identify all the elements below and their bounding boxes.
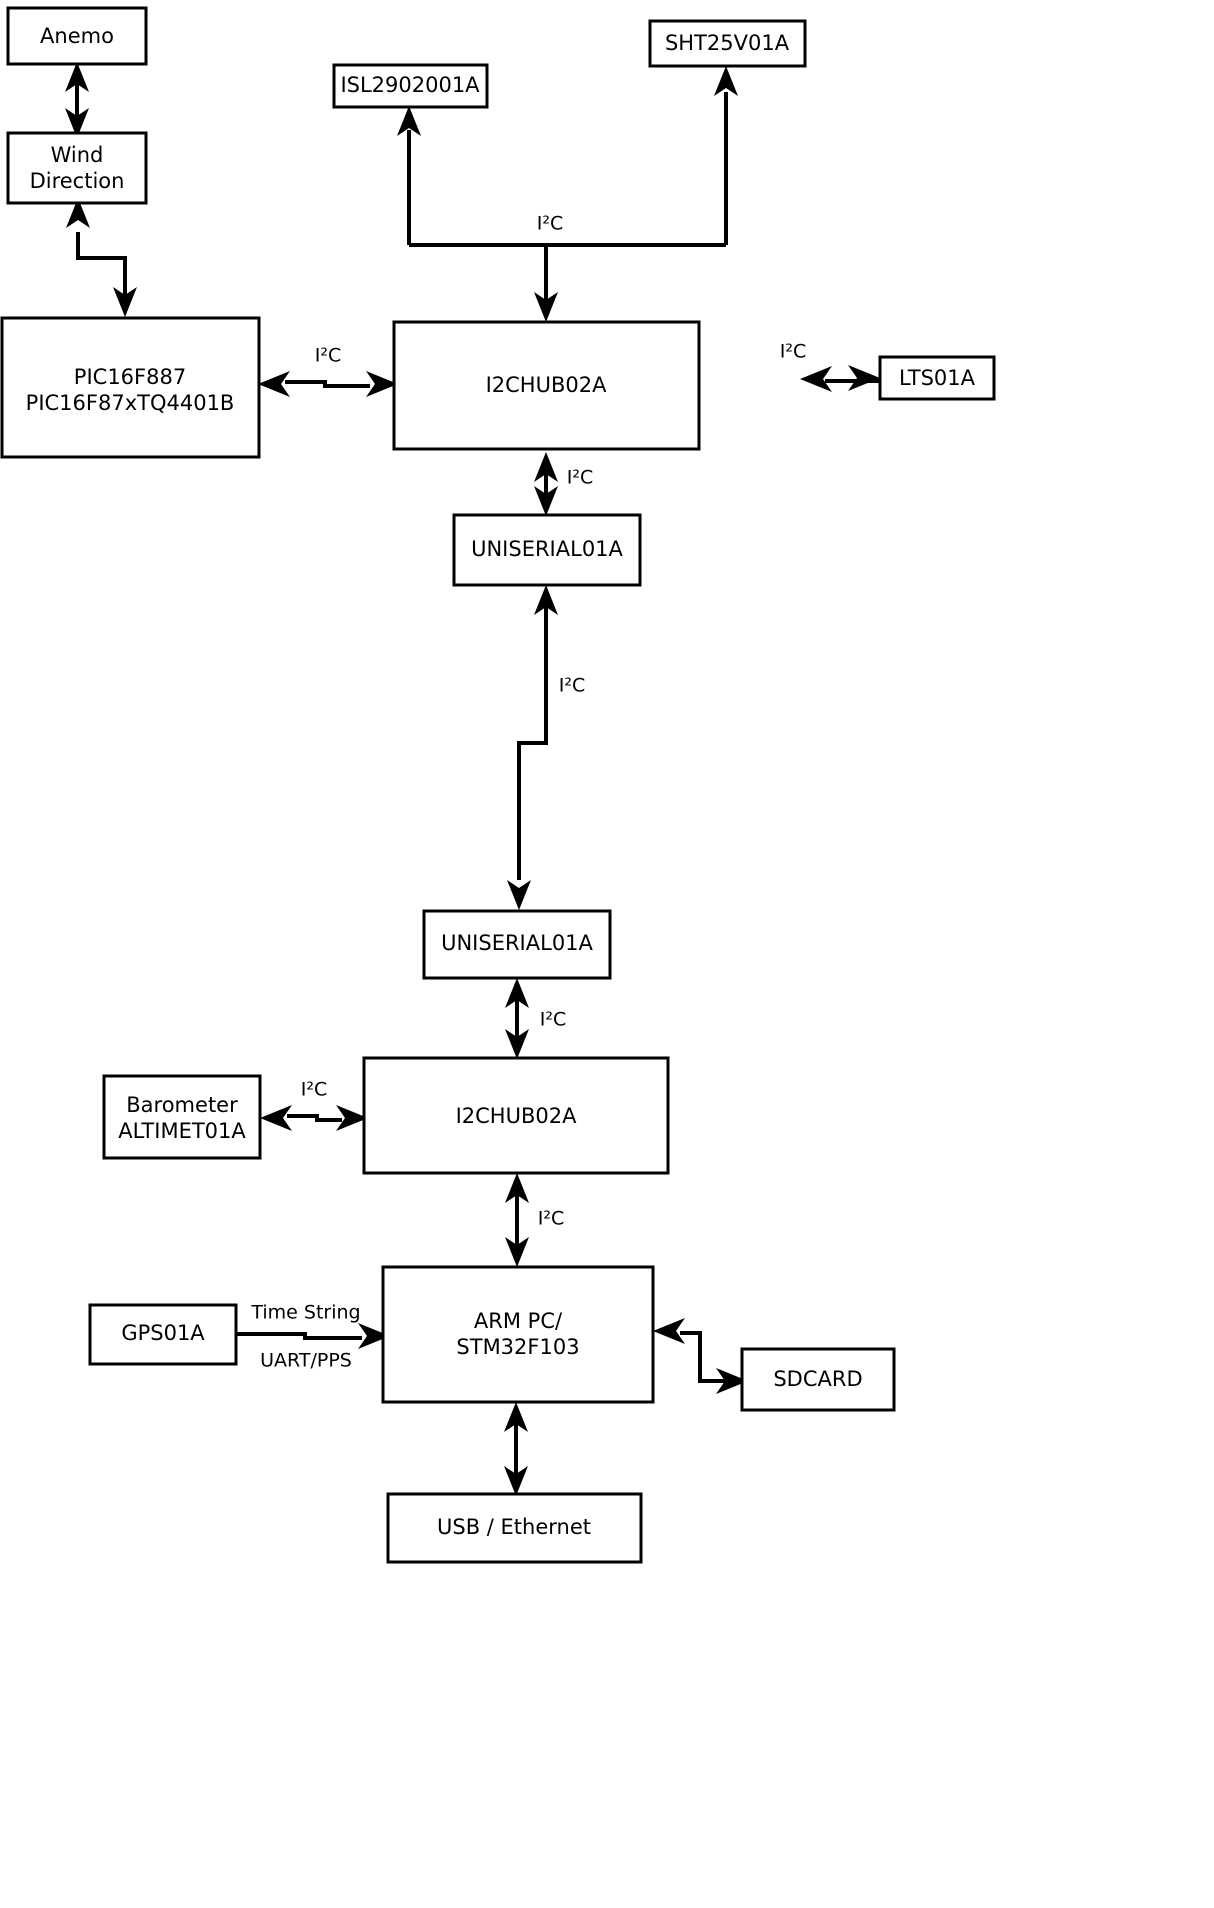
edge-pic-i2chub-top: I²C: [258, 345, 398, 397]
edge-uniserial-bottom-i2chub-bottom: I²C: [505, 978, 566, 1059]
edge-label-hub-lts: I²C: [780, 341, 807, 363]
node-label-lts01a: LTS01A: [899, 366, 976, 390]
arrow-head-left: [260, 1105, 292, 1131]
node-label-i2chub02a-top: I2CHUB02A: [486, 373, 608, 397]
edge-i2chub-top-bus: I²C: [397, 66, 738, 322]
node-label-wind-direction-line2: Direction: [30, 169, 125, 193]
node-label-pic-line1: PIC16F887: [74, 365, 186, 389]
node-label-sdcard: SDCARD: [773, 1367, 862, 1391]
arrow-head-up-sht: [714, 66, 738, 96]
node-lts01a[interactable]: LTS01A: [878, 355, 996, 401]
edge-gps-armpc: Time String UART/PPS: [236, 1302, 390, 1372]
node-label-isl2902001a: ISL2902001A: [340, 73, 480, 97]
arrow-head-right: [358, 1323, 390, 1349]
arrow-head-down: [507, 880, 531, 910]
edge-label-gps-uart-pps: UART/PPS: [260, 1350, 352, 1372]
arrow-head-left: [258, 371, 290, 397]
arrow-head-down: [534, 486, 558, 516]
arrow-head-down: [113, 287, 137, 317]
arrow-head-up: [505, 978, 529, 1008]
node-usb-ethernet[interactable]: USB / Ethernet: [386, 1492, 643, 1564]
arrow-head-up: [505, 1173, 529, 1203]
arrow-head-down: [65, 108, 89, 138]
edge-label-pic-hub: I²C: [315, 345, 342, 367]
arrow-head-up: [534, 452, 558, 482]
node-label-barometer-line2: ALTIMET01A: [118, 1119, 246, 1143]
edge-armpc-sdcard: [653, 1318, 748, 1394]
arrow-head-left: [653, 1318, 685, 1344]
node-sht25v01a[interactable]: SHT25V01A: [648, 19, 807, 68]
edge-label-uniserial-hub: I²C: [540, 1009, 567, 1031]
node-uniserial01a-bottom[interactable]: UNISERIAL01A: [422, 909, 612, 980]
node-arm-pc-stm32f103[interactable]: ARM PC/ STM32F103: [381, 1265, 655, 1404]
edge-armpc-usbethernet: [504, 1402, 528, 1496]
node-pic16f887[interactable]: PIC16F887 PIC16F87xTQ4401B: [0, 316, 261, 459]
arrow-head-up-isl: [397, 106, 421, 136]
node-anemo[interactable]: Anemo: [6, 6, 148, 66]
arrow-head-right: [848, 365, 880, 391]
arrow-head-down-to-hub: [534, 292, 558, 322]
node-label-armpc-line2: STM32F103: [456, 1335, 579, 1359]
arrow-head-right: [716, 1368, 748, 1394]
node-wind-direction[interactable]: Wind Direction: [6, 131, 148, 205]
arrow-head-up: [65, 62, 89, 92]
edge-pic-winddirection: [66, 198, 137, 317]
arrow-head-down: [504, 1466, 528, 1496]
node-label-sht25v01a: SHT25V01A: [665, 31, 790, 55]
edge-label-gps-time-string: Time String: [250, 1302, 360, 1324]
node-sdcard[interactable]: SDCARD: [740, 1347, 896, 1412]
node-label-gps01a: GPS01A: [121, 1321, 205, 1345]
edge-i2chub-bottom-armpc: I²C: [505, 1173, 564, 1267]
arrow-head-right: [366, 371, 398, 397]
node-gps01a[interactable]: GPS01A: [88, 1303, 238, 1366]
node-label-anemo: Anemo: [40, 24, 114, 48]
edge-label-hub-bus: I²C: [537, 213, 564, 235]
node-barometer-altimet01a[interactable]: Barometer ALTIMET01A: [102, 1074, 262, 1160]
edge-label-hub-armpc: I²C: [538, 1208, 565, 1230]
edge-anemo-winddirection: [65, 62, 89, 138]
node-label-i2chub02a-bottom: I2CHUB02A: [456, 1104, 578, 1128]
node-isl2902001a[interactable]: ISL2902001A: [332, 63, 489, 109]
edge-label-uniserial-link: I²C: [559, 675, 586, 697]
arrow-head-down: [505, 1237, 529, 1267]
node-i2chub02a-bottom[interactable]: I2CHUB02A: [362, 1056, 670, 1175]
edge-uniserial-top-bottom: I²C: [507, 585, 585, 910]
node-label-usb-ethernet: USB / Ethernet: [437, 1515, 591, 1539]
node-label-barometer-line1: Barometer: [126, 1093, 238, 1117]
edge-label-baro-hub: I²C: [301, 1079, 328, 1101]
node-label-uniserial01a-bottom: UNISERIAL01A: [441, 931, 593, 955]
arrow-head-up: [504, 1402, 528, 1432]
node-i2chub02a-top[interactable]: I2CHUB02A: [392, 320, 701, 451]
node-label-wind-direction-line1: Wind: [51, 143, 104, 167]
arrow-head-up: [534, 585, 558, 615]
node-label-armpc-line1: ARM PC/: [474, 1309, 563, 1333]
node-uniserial01a-top[interactable]: UNISERIAL01A: [452, 513, 642, 587]
arrow-head-right: [336, 1105, 368, 1131]
edge-barometer-i2chub-bottom: I²C: [260, 1079, 368, 1131]
arrow-head-up: [66, 198, 90, 228]
arrow-head-down: [505, 1029, 529, 1059]
arrow-head-left: [800, 366, 832, 392]
edge-label-hub-uniserial: I²C: [567, 467, 594, 489]
node-label-pic-line2: PIC16F87xTQ4401B: [26, 391, 235, 415]
edge-i2chub-top-uniserial-top: I²C: [534, 452, 593, 516]
node-label-uniserial01a-top: UNISERIAL01A: [471, 537, 623, 561]
